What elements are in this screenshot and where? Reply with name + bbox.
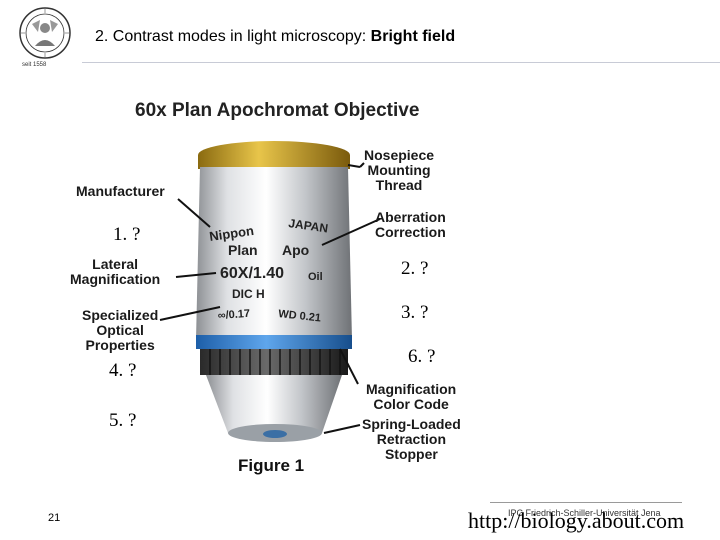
seal-caption: seit 1558 — [22, 62, 47, 68]
slide-title: 2. Contrast modes in light microscopy: B… — [95, 28, 456, 45]
engraving-country: JAPAN — [288, 216, 329, 235]
quiz-mark-6: 6. ? — [405, 346, 439, 368]
label-manufacturer: Manufacturer — [76, 183, 165, 199]
figure-caption: Figure 1 — [238, 456, 305, 475]
footer-institution: IPC Friedrich-Schiller-Universität Jena — [508, 508, 661, 518]
engraving-brand: Nippon — [208, 223, 254, 244]
label-magnification-color-code: Magnification Color Code — [366, 381, 457, 412]
figure-heading: 60x Plan Apochromat Objective — [135, 100, 420, 121]
university-seal-icon — [19, 7, 71, 59]
label-lateral-magnification: Lateral Magnification — [70, 256, 161, 287]
source-url: http://biology.about.com — [468, 508, 685, 533]
quiz-mark-3: 3. ? — [398, 302, 432, 324]
quiz-mark-1: 1. ? — [110, 224, 144, 246]
engraving-tube-length: ∞/0.17 — [217, 308, 250, 322]
objective-illustration: Nippon JAPAN Plan Apo 60X/1.40 Oil DIC H… — [159, 141, 381, 442]
footer-rule — [490, 502, 682, 503]
engraving-apo: Apo — [282, 242, 309, 258]
page-number: 21 — [48, 512, 61, 524]
label-specialized-optical-properties: Specialized Optical Properties — [82, 307, 159, 353]
engraving-magnification: 60X/1.40 — [220, 265, 284, 282]
label-aberration-correction: Aberration Correction — [375, 209, 446, 240]
quiz-mark-4: 4. ? — [106, 360, 140, 382]
label-spring-loaded-retraction-stopper: Spring-Loaded Retraction Stopper — [362, 416, 461, 462]
quiz-mark-5: 5. ? — [106, 410, 140, 432]
engraving-oil: Oil — [308, 271, 323, 283]
header-rule — [82, 62, 720, 63]
quiz-mark-2: 2. ? — [398, 258, 432, 280]
engraving-working-distance: WD 0.21 — [278, 308, 322, 324]
engraving-dic: DIC H — [232, 287, 265, 301]
engraving-plan: Plan — [228, 242, 258, 258]
label-nosepiece-mounting-thread: Nosepiece Mounting Thread — [364, 147, 435, 193]
